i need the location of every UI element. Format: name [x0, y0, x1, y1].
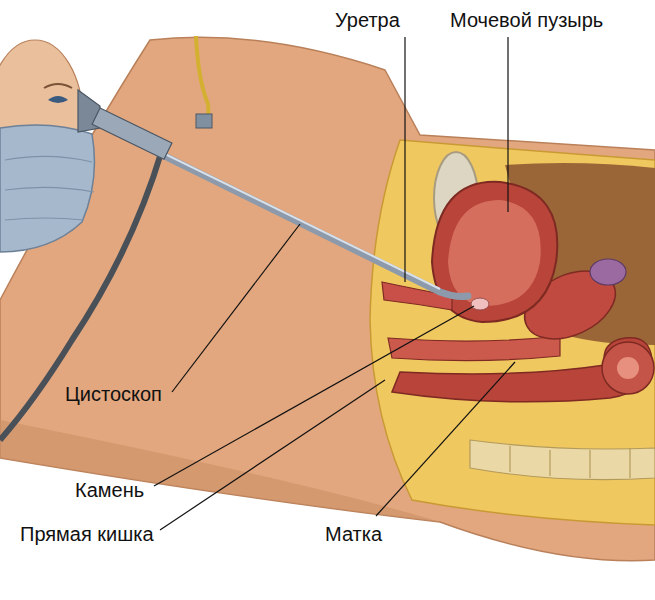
patient-body: [0, 37, 655, 560]
sacrum-segments: [510, 446, 630, 478]
part-label: Камень: [75, 478, 144, 502]
bladder-lumen: [448, 200, 541, 306]
part-label: Уретра: [335, 8, 400, 32]
stone: [471, 298, 489, 310]
leader-line: [507, 37, 508, 212]
doctor-brow: [44, 84, 72, 88]
cystoscope-body: [92, 108, 172, 159]
fat-layer: [370, 140, 655, 525]
video-cable: [0, 150, 162, 440]
part-label: Прямая кишка: [20, 522, 154, 546]
mask-pleats: [5, 156, 94, 220]
sacrum: [470, 440, 655, 480]
surgical-mask: [0, 125, 94, 252]
leader-line: [172, 224, 300, 392]
leader-line: [154, 306, 474, 486]
cystoscope-port: [196, 114, 212, 128]
bowel-lumen: [617, 357, 639, 379]
doctor-eye: [48, 96, 68, 103]
bowel-loop: [602, 342, 654, 394]
part-label: Цистоскоп: [65, 382, 162, 406]
skin-shade: [0, 420, 440, 522]
leader-line: [404, 37, 405, 282]
leader-line: [376, 362, 515, 516]
part-label: Матка: [325, 522, 382, 546]
part-label: Мочевой пузырь: [450, 8, 603, 32]
leader-line: [160, 380, 385, 530]
leader-lines: [154, 37, 515, 530]
light-cable: [196, 36, 209, 126]
ovary: [590, 259, 626, 285]
